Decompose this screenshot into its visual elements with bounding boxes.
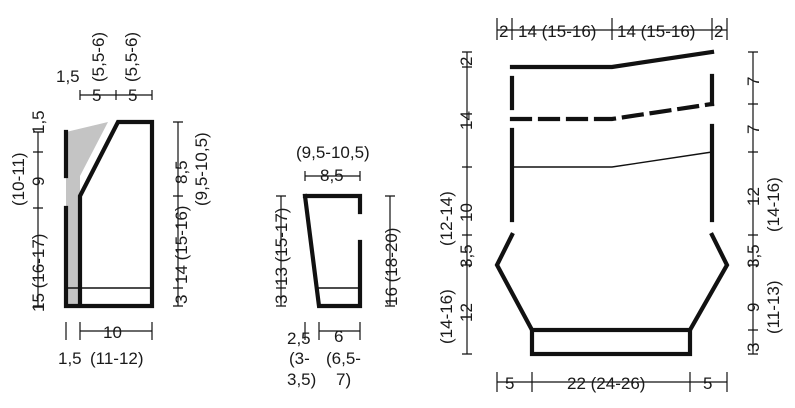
back-rib-band — [529, 327, 693, 357]
back-left-d2: (14-16) — [437, 289, 456, 344]
sleeve-left-dim — [276, 195, 286, 307]
sleeve-left-rib: 3 — [272, 295, 291, 304]
sleeve-bottom-b: 6 — [334, 327, 343, 346]
sleeve-top-a: (9,5-10,5) — [296, 143, 370, 162]
sleeve-top-b: 8,5 — [320, 166, 344, 185]
back-right-rib: 3 — [744, 343, 763, 352]
back-top-mid-r: 14 (15-16) — [617, 22, 695, 41]
front-bottom-width: 10 — [103, 323, 122, 342]
back-bottom-l: 5 — [505, 374, 514, 393]
front-bottom-left: 1,5 — [58, 349, 82, 368]
back-right-e2: (11-13) — [764, 280, 783, 334]
sleeve-outline — [302, 193, 363, 309]
back-left-c: 3,5 — [457, 244, 476, 268]
sleeve-top-dim — [304, 171, 361, 181]
sleeve-bottom-d: 3,5) — [287, 370, 316, 389]
front-right-lower: 14 (15-16) — [172, 206, 191, 284]
front-outline — [63, 119, 155, 309]
back-left-b: 10 — [457, 203, 476, 222]
back-left-side — [494, 75, 535, 333]
front-top-left-label: 1,5 — [56, 67, 80, 86]
front-left-body: 15 (16-17) — [29, 234, 48, 312]
back-left-d: 12 — [457, 303, 476, 322]
back-left-b2: (12-14) — [437, 191, 456, 246]
front-left-neck-c: (10-11) — [9, 152, 28, 206]
back-right-e: 9 — [744, 303, 763, 312]
sleeve-bottom-e: (6,5- — [326, 349, 361, 368]
sleeve-bottom-dim — [304, 322, 361, 340]
back-right-side — [687, 73, 730, 333]
front-bottom-dim — [65, 322, 153, 340]
sleeve-bottom-c: (3- — [289, 349, 310, 368]
front-piece: 1,5 (5,5-6) (5,5-6) 5 5 1,5 9 (10-11) 15… — [9, 32, 211, 368]
back-thin-line — [512, 151, 713, 168]
sleeve-piece: (9,5-10,5) 8,5 13 (15-17) 3 16 (18-20) 2… — [272, 143, 401, 389]
sleeve-bottom-f: 7) — [336, 370, 351, 389]
back-dashed-edge — [509, 101, 715, 122]
back-top-dim — [496, 18, 728, 40]
front-left-neck-a: 1,5 — [29, 110, 48, 134]
sleeve-left-a: 13 (15-17) — [272, 208, 291, 286]
front-shaded-panel — [66, 122, 108, 306]
back-bottom-mid: 22 (24-26) — [567, 374, 645, 393]
back-right-c: 12 — [744, 187, 763, 206]
back-top-edge-l: 2 — [499, 22, 508, 41]
back-top-mid-l: 14 (15-16) — [518, 22, 596, 41]
front-top-a: (5,5-6) — [89, 32, 108, 82]
back-top-edge-r: 2 — [714, 22, 723, 41]
sleeve-right: 16 (18-20) — [382, 228, 401, 306]
back-left-dim — [462, 51, 472, 355]
front-top-five-a: 5 — [92, 86, 101, 105]
back-right-dim — [748, 51, 758, 355]
front-top-five-b: 5 — [128, 86, 137, 105]
front-top-b: (5,5-6) — [122, 32, 141, 82]
front-left-dim — [33, 131, 43, 307]
front-bottom-right: (11-12) — [90, 349, 144, 368]
front-top-dim — [79, 90, 153, 100]
back-right-a: 7 — [744, 77, 763, 86]
back-bottom-r: 5 — [703, 374, 712, 393]
back-right-b: 7 — [744, 125, 763, 134]
front-right-dim — [173, 121, 183, 307]
front-right-upper-b: (9,5-10,5) — [192, 132, 211, 206]
back-left-top: 2 — [457, 57, 476, 66]
back-left-a: 14 — [457, 111, 476, 130]
front-right-rib: 3 — [172, 295, 191, 304]
back-right-d: 3,5 — [744, 244, 763, 268]
back-bottom-dim — [496, 372, 728, 392]
front-right-upper-a: 8,5 — [172, 160, 191, 184]
sleeve-bottom-a: 2,5 — [287, 329, 311, 348]
front-left-neck-b: 9 — [29, 177, 48, 186]
back-right-c2: (14-16) — [764, 177, 783, 232]
back-top-edge — [509, 49, 715, 70]
back-piece: 2 14 (15-16) 14 (15-16) 2 2 14 10 (12-14… — [437, 18, 783, 393]
sleeve-right-dim — [385, 195, 395, 307]
